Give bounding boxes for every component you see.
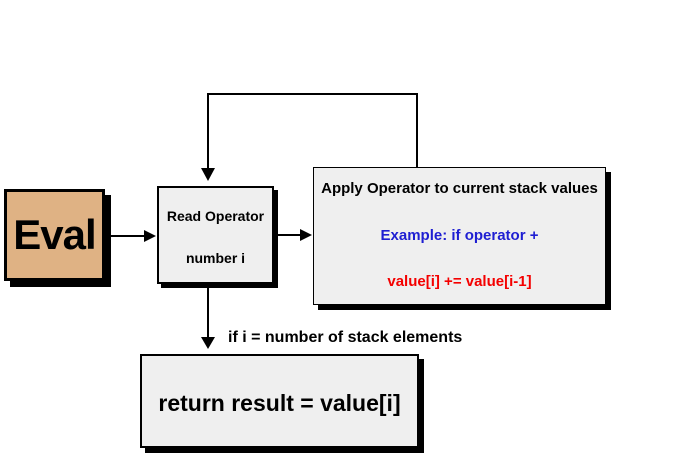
eval-node: Eval (4, 189, 105, 281)
apply-operator-title: Apply Operator to current stack values (321, 180, 598, 197)
loop-back-arrow (201, 93, 418, 181)
read-to-return-arrow (201, 284, 215, 349)
apply-operator-example: Example: if operator + (380, 226, 539, 244)
read-operator-line2: number i (185, 250, 246, 266)
read-to-apply-arrow (276, 229, 312, 241)
apply-operator-code: value[i] += value[i-1] (387, 273, 532, 290)
return-result-node: return result = value[i] (140, 354, 419, 448)
return-result-label: return result = value[i] (158, 390, 401, 416)
eval-to-read-arrow (110, 230, 156, 242)
read-operator-line1: Read Operator (166, 208, 265, 224)
read-operator-node: Read Operator number i (157, 186, 274, 284)
eval-label: Eval (13, 211, 96, 258)
loop-condition-label: if i = number of stack elements (228, 329, 463, 346)
apply-operator-node: Apply Operator to current stack values E… (313, 167, 606, 305)
